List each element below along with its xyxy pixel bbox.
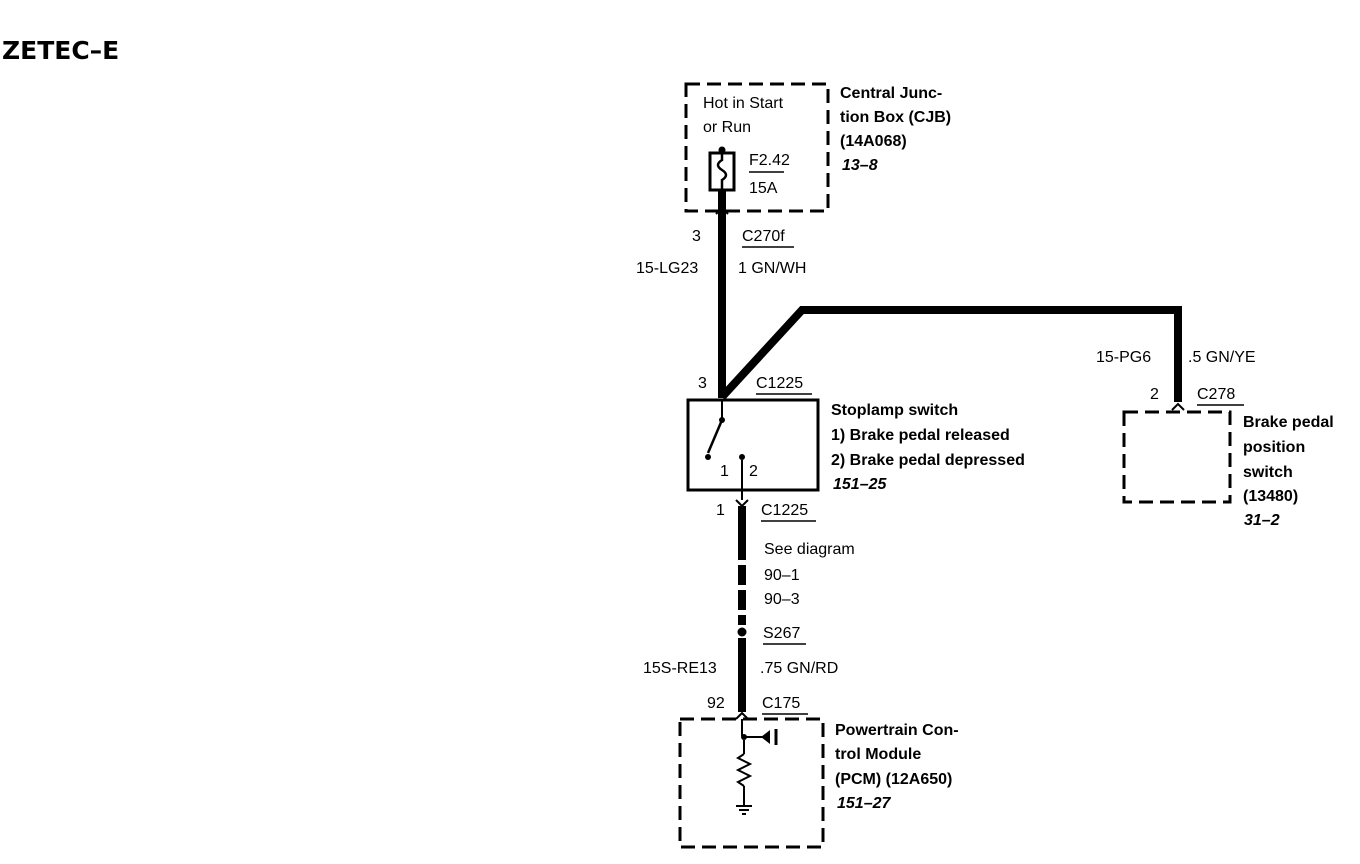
cjb-part-number: (14A068)	[840, 133, 907, 150]
bpp-name-2: position	[1243, 439, 1305, 456]
lg23-connector: C270f	[742, 228, 785, 245]
pcm-pin: 92	[707, 695, 725, 712]
pcm-name-1: Powertrain Con-	[835, 722, 959, 739]
splice-id: S267	[763, 625, 800, 642]
cjb-reference: 13–8	[842, 157, 878, 174]
stoplamp-contact-2: 2	[749, 463, 758, 480]
bpp-connector: C278	[1197, 386, 1235, 403]
cjb-name-2: tion Box (CJB)	[840, 109, 951, 126]
wire-pg6	[719, 306, 1182, 402]
splice-dot-icon	[737, 627, 747, 637]
stoplamp-bottom-pin: 1	[716, 502, 725, 519]
ground-icon	[736, 805, 752, 815]
bpp-name-1: Brake pedal	[1243, 414, 1334, 431]
cjb-box	[684, 82, 830, 213]
see-diagram-label: See diagram	[764, 541, 855, 558]
stoplamp-top-pin: 3	[698, 375, 707, 392]
stoplamp-switch-box	[686, 398, 820, 492]
pcm-connector: C175	[762, 695, 800, 712]
bpp-pin: 2	[1150, 386, 1159, 403]
diagram-title: ZETEC–E	[2, 36, 119, 65]
stoplamp-state-2: 2) Brake pedal depressed	[831, 452, 1025, 469]
see-diagram-ref-2: 90–3	[764, 591, 800, 608]
bpp-reference: 31–2	[1244, 512, 1280, 529]
stoplamp-bottom-connector: C1225	[761, 502, 808, 519]
pcm-name-2: trol Module	[835, 746, 921, 763]
switch-contact-icon	[705, 400, 745, 500]
see-diagram-ref-1: 90–1	[764, 567, 800, 584]
pcm-reference: 151–27	[837, 795, 891, 812]
lg23-gauge-color: 1 GN/WH	[738, 260, 806, 277]
cjb-name-1: Central Junc-	[840, 85, 942, 102]
cjb-feed-label-2: or Run	[703, 119, 751, 136]
stoplamp-reference: 151–25	[833, 476, 887, 493]
bpp-name-3: switch	[1243, 464, 1293, 481]
connector-arrow-icon	[715, 206, 729, 215]
cjb-feed-label-1: Hot in Start	[703, 95, 784, 112]
bpp-part-number: (13480)	[1243, 488, 1298, 505]
pcm-name-3: (PCM) (12A650)	[835, 771, 952, 788]
stoplamp-state-1: 1) Brake pedal released	[831, 427, 1010, 444]
bpp-switch-box	[1122, 410, 1232, 504]
stoplamp-top-connector: C1225	[756, 375, 803, 392]
lg23-pin: 3	[692, 228, 701, 245]
stoplamp-contact-1: 1	[720, 463, 729, 480]
fuse-icon	[708, 146, 736, 192]
pcm-box	[678, 717, 825, 849]
pcm-input-circuit-icon	[735, 719, 778, 806]
stoplamp-name: Stoplamp switch	[831, 402, 958, 419]
pg6-circuit: 15-PG6	[1096, 349, 1151, 366]
connector-arrow-icon	[1171, 402, 1185, 411]
fuse-rating: 15A	[749, 180, 778, 197]
re13-gauge-color: .75 GN/RD	[760, 660, 838, 677]
lg23-circuit: 15-LG23	[636, 260, 698, 277]
connector-arrow-icon	[735, 711, 749, 720]
connector-arrow-icon	[735, 499, 749, 508]
pg6-gauge-color: .5 GN/YE	[1188, 349, 1256, 366]
fuse-id: F2.42	[749, 152, 790, 169]
re13-circuit: 15S-RE13	[643, 660, 717, 677]
